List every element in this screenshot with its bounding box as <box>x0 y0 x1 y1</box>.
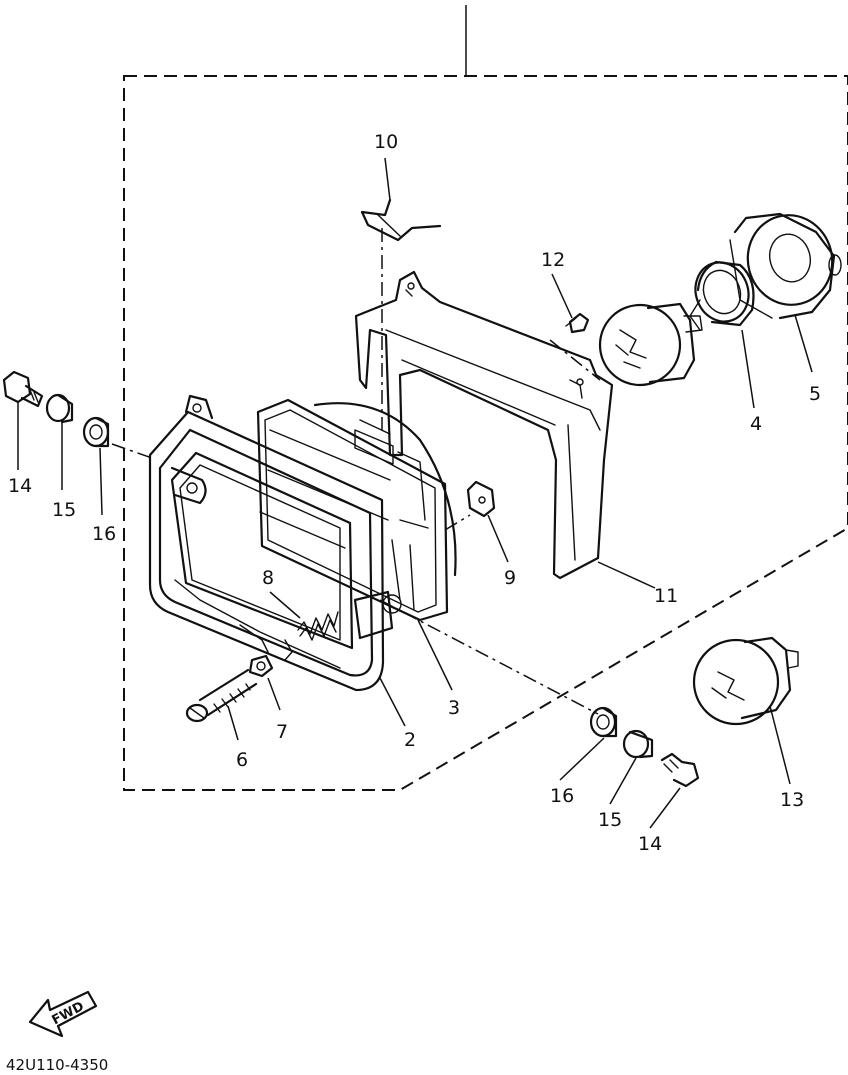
headlight-rim <box>148 394 385 692</box>
bracket-nut <box>466 480 496 518</box>
bolt-right <box>660 752 700 788</box>
label-2: 2 <box>404 729 416 751</box>
label-8: 8 <box>262 567 274 589</box>
headlight-housing <box>354 270 614 580</box>
socket-cover <box>729 212 842 320</box>
assembly-boundary <box>123 5 848 791</box>
bolt-left <box>2 370 44 408</box>
sealed-beam-unit <box>256 398 457 640</box>
label-13: 13 <box>780 789 804 811</box>
spare-bulb <box>692 636 799 726</box>
collar-right <box>622 729 654 759</box>
label-14-right: 14 <box>638 833 662 855</box>
assembly-lines <box>111 228 601 715</box>
collar-left <box>45 393 74 424</box>
adjusting-spring <box>297 611 339 641</box>
part-labels: 14 15 16 8 7 6 2 3 10 12 4 5 9 11 13 16 … <box>8 131 821 855</box>
headlight-bulb <box>598 302 703 387</box>
label-16-right: 16 <box>550 785 574 807</box>
grommet-right <box>589 706 618 738</box>
bulb-socket <box>689 260 755 331</box>
adjusting-nut <box>248 654 274 678</box>
label-11: 11 <box>654 585 678 607</box>
leader-lines <box>17 157 813 829</box>
grommet-screw <box>565 312 590 334</box>
label-15-left: 15 <box>52 499 76 521</box>
label-14-left: 14 <box>8 475 32 497</box>
label-3: 3 <box>448 697 460 719</box>
adjusting-screw <box>185 668 258 723</box>
label-6: 6 <box>236 749 248 771</box>
grommet-left <box>82 416 110 448</box>
fwd-arrow-icon: FWD <box>28 990 98 1038</box>
label-4: 4 <box>750 413 762 435</box>
label-16-left: 16 <box>92 523 116 545</box>
label-10: 10 <box>374 131 398 153</box>
label-12: 12 <box>541 249 565 271</box>
drawing-code: 42U110-4350 <box>6 1056 108 1074</box>
label-5: 5 <box>809 383 821 405</box>
label-15-right: 15 <box>598 809 622 831</box>
label-9: 9 <box>504 567 516 589</box>
wire-clip <box>360 198 442 242</box>
fwd-label: FWD <box>50 999 87 1028</box>
label-7: 7 <box>276 721 288 743</box>
